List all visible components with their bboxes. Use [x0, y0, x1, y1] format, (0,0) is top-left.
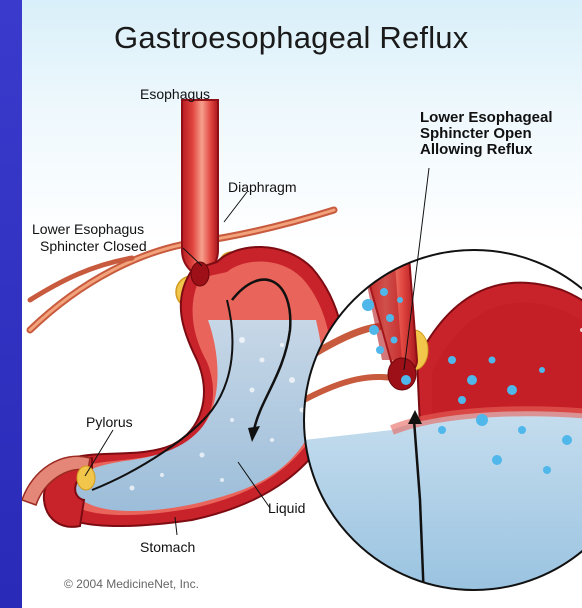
label-liquid: Liquid	[268, 500, 305, 516]
esophagus-tube	[182, 100, 218, 272]
copyright-notice: © 2004 MedicineNet, Inc.	[64, 577, 199, 591]
diagram-panel: Gastroesophageal Reflux Esophagus Diaphr…	[22, 0, 582, 608]
label-esophagus: Esophagus	[140, 86, 210, 102]
label-les-open-2: Sphincter Open	[420, 126, 532, 142]
label-les-closed-1: Lower Esophagus	[32, 221, 144, 237]
label-diaphragm: Diaphragm	[228, 179, 296, 195]
diagram-title: Gastroesophageal Reflux	[114, 20, 468, 56]
anatomy-illustration	[22, 0, 582, 608]
label-les-open-1: Lower Esophageal	[420, 110, 553, 126]
label-les-closed-2: Sphincter Closed	[40, 238, 147, 254]
label-les-open-3: Allowing Reflux	[420, 142, 533, 158]
label-stomach: Stomach	[140, 539, 195, 555]
label-pylorus: Pylorus	[86, 414, 133, 430]
